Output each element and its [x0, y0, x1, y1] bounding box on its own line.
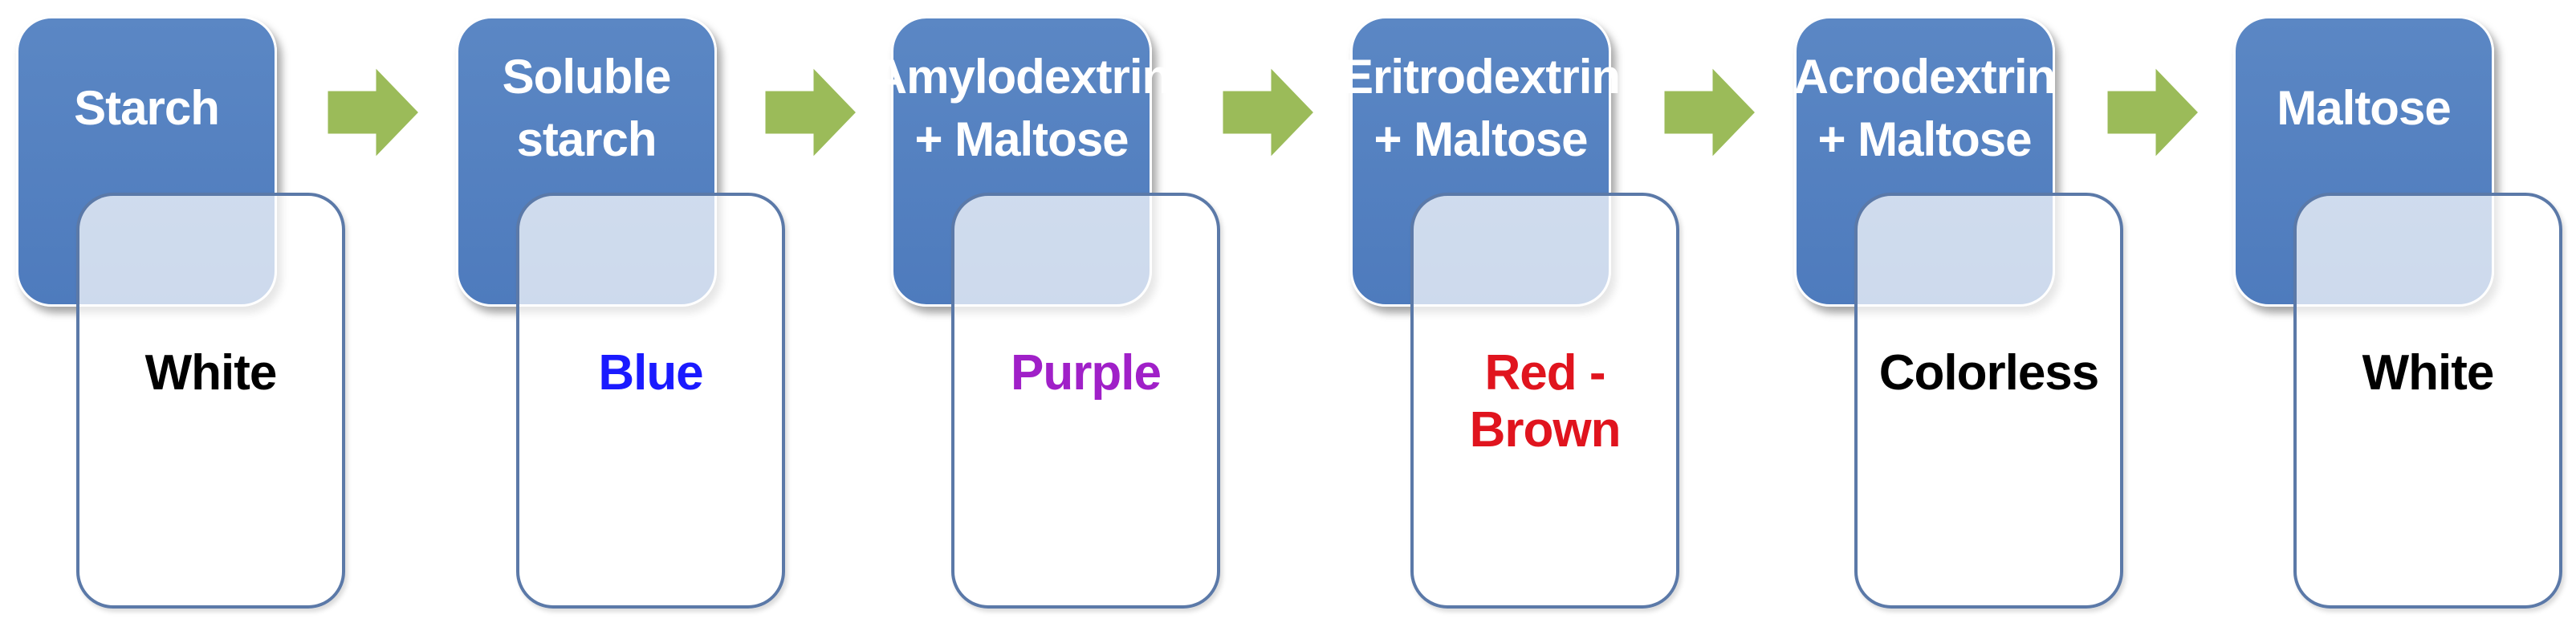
- arrow-right-icon: [2105, 64, 2201, 161]
- color-label: Colorless: [1878, 345, 2100, 401]
- stage-label: Eritrodextrin + Maltose: [1341, 50, 1621, 166]
- color-label: White: [144, 345, 278, 401]
- color-label: White: [2362, 345, 2495, 401]
- step-starch: Starch White: [0, 0, 353, 631]
- stage-label: Amylodextrin + Maltose: [872, 50, 1171, 166]
- arrow-right-icon: [763, 64, 859, 161]
- step-maltose: Maltose White: [2217, 0, 2570, 631]
- stage-label: Acrodextrin + Maltose: [1793, 50, 2057, 166]
- color-box: Blue: [516, 193, 785, 609]
- arrow-right-icon: [1220, 64, 1316, 161]
- step-acrodextrin: Acrodextrin + Maltose Colorless: [1778, 0, 2131, 631]
- step-soluble-starch: Soluble starch Blue: [440, 0, 793, 631]
- color-box: White: [76, 193, 345, 609]
- arrow-right-icon: [1662, 64, 1758, 161]
- arrow-right-icon: [325, 64, 421, 161]
- stage-label: Soluble starch: [502, 50, 672, 166]
- color-label: Purple: [1011, 345, 1162, 401]
- color-label: Blue: [598, 345, 703, 401]
- color-box: White: [2293, 193, 2562, 609]
- color-label: Red - Brown: [1469, 345, 1622, 458]
- color-box: Colorless: [1854, 193, 2123, 609]
- step-eritrodextrin: Eritrodextrin + Maltose Red - Brown: [1334, 0, 1687, 631]
- stage-label: Starch: [74, 81, 220, 135]
- step-amylodextrin: Amylodextrin + Maltose Purple: [872, 0, 1228, 631]
- color-box: Red - Brown: [1410, 193, 1679, 609]
- color-box: Purple: [951, 193, 1220, 609]
- stage-label: Maltose: [2277, 81, 2451, 135]
- stage-box: Acrodextrin + Maltose: [1793, 16, 2057, 307]
